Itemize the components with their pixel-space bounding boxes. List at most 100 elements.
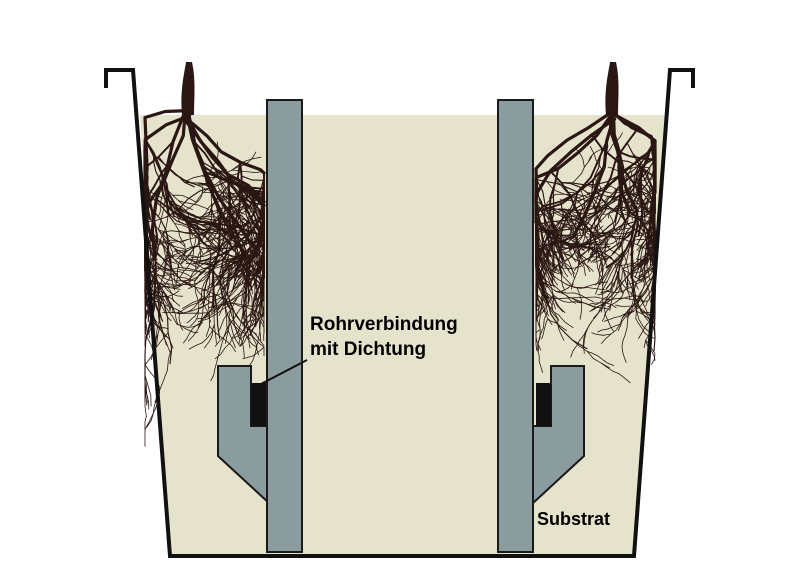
root-strand <box>239 322 256 347</box>
root-strand <box>204 222 225 238</box>
root-strand <box>635 186 646 245</box>
root-strand <box>184 181 218 193</box>
root-strand <box>589 145 603 170</box>
root-strand <box>155 310 161 350</box>
root-strand <box>210 250 228 273</box>
root-strand <box>235 212 256 232</box>
root-strand <box>226 189 252 208</box>
root-strand <box>592 187 602 209</box>
root-strand <box>212 191 243 195</box>
root-strand <box>591 301 606 312</box>
root-strand <box>153 152 166 199</box>
root-strand <box>632 215 656 229</box>
root-strand <box>601 317 623 344</box>
root-strand <box>170 254 176 291</box>
root-strand <box>587 206 617 211</box>
root-strand <box>614 262 644 266</box>
root-strand <box>626 295 642 319</box>
root-strand <box>206 206 230 214</box>
root-strand <box>595 251 604 295</box>
root-strand <box>623 212 629 231</box>
root-strand <box>208 274 230 314</box>
root-strand <box>144 374 149 404</box>
root-strand <box>153 259 174 271</box>
root-strand <box>197 182 216 193</box>
root-strand <box>581 223 587 246</box>
root-strand <box>158 266 181 285</box>
root-strand <box>535 237 548 256</box>
root-strand <box>646 227 656 248</box>
root-strand <box>580 193 621 227</box>
root-strand <box>185 168 227 182</box>
root-strand <box>559 235 586 247</box>
root-strand <box>233 228 256 233</box>
root-strand <box>225 256 244 290</box>
root-strand <box>597 323 621 333</box>
root-strand <box>214 168 241 199</box>
pipe-right <box>497 99 534 553</box>
root-strand <box>245 319 251 349</box>
root-strand <box>224 156 262 174</box>
root-strand <box>624 295 635 337</box>
root-strand <box>158 263 193 278</box>
root-strand <box>537 224 564 266</box>
root-strand <box>606 132 623 155</box>
root-strand <box>636 177 656 182</box>
root-strand <box>235 231 251 303</box>
root-strand <box>535 322 538 351</box>
root-strand <box>188 120 266 175</box>
root-strand <box>145 273 149 335</box>
pipe-joint-label-line1: Rohrverbindung <box>310 314 458 335</box>
root-strand <box>535 177 564 248</box>
root-strand <box>150 273 178 276</box>
root-strand <box>226 272 232 296</box>
root-strand <box>213 264 232 284</box>
root-strand <box>187 114 255 248</box>
root-strand <box>587 147 605 163</box>
root-strand <box>150 261 174 272</box>
root-strand <box>184 187 210 212</box>
root-strand <box>572 286 609 291</box>
root-strand <box>144 213 179 255</box>
root-strand <box>205 218 230 232</box>
root-strand <box>237 256 265 285</box>
root-strand <box>194 280 200 311</box>
root-strand <box>593 296 608 306</box>
root-strand <box>645 202 656 216</box>
pipe-joint-label-line2: mit Dichtung <box>310 339 426 360</box>
root-strand <box>622 269 655 292</box>
plant-stem <box>605 62 619 115</box>
root-strand <box>242 256 253 295</box>
pipe-assembly-right <box>497 99 585 553</box>
root-strand <box>211 211 237 224</box>
root-strand <box>171 311 209 315</box>
root-strand <box>573 227 596 231</box>
root-strand <box>573 249 591 273</box>
root-strand <box>194 286 217 309</box>
root-strand <box>178 269 204 274</box>
container-outline <box>104 68 695 558</box>
root-strand <box>215 237 242 246</box>
root-strand <box>595 263 613 286</box>
root-strand <box>556 239 571 248</box>
root-strand <box>641 189 656 214</box>
root-strand <box>223 221 251 230</box>
root-strand <box>573 244 583 268</box>
root-strand <box>251 222 265 252</box>
root-strand <box>163 246 185 270</box>
root-strand <box>164 197 195 216</box>
root-strand <box>611 189 642 204</box>
root-strand <box>615 159 656 192</box>
root-strand <box>551 263 581 270</box>
root-strand <box>158 238 185 249</box>
plant-stem <box>181 62 195 115</box>
root-strand <box>208 290 244 309</box>
root-strand <box>144 215 172 255</box>
root-strand <box>535 221 550 235</box>
root-strand <box>609 214 620 235</box>
root-strand <box>648 207 652 222</box>
root-strand <box>596 247 604 281</box>
root-strand <box>548 167 563 243</box>
root-strand <box>211 211 234 231</box>
root-strand <box>560 182 601 208</box>
